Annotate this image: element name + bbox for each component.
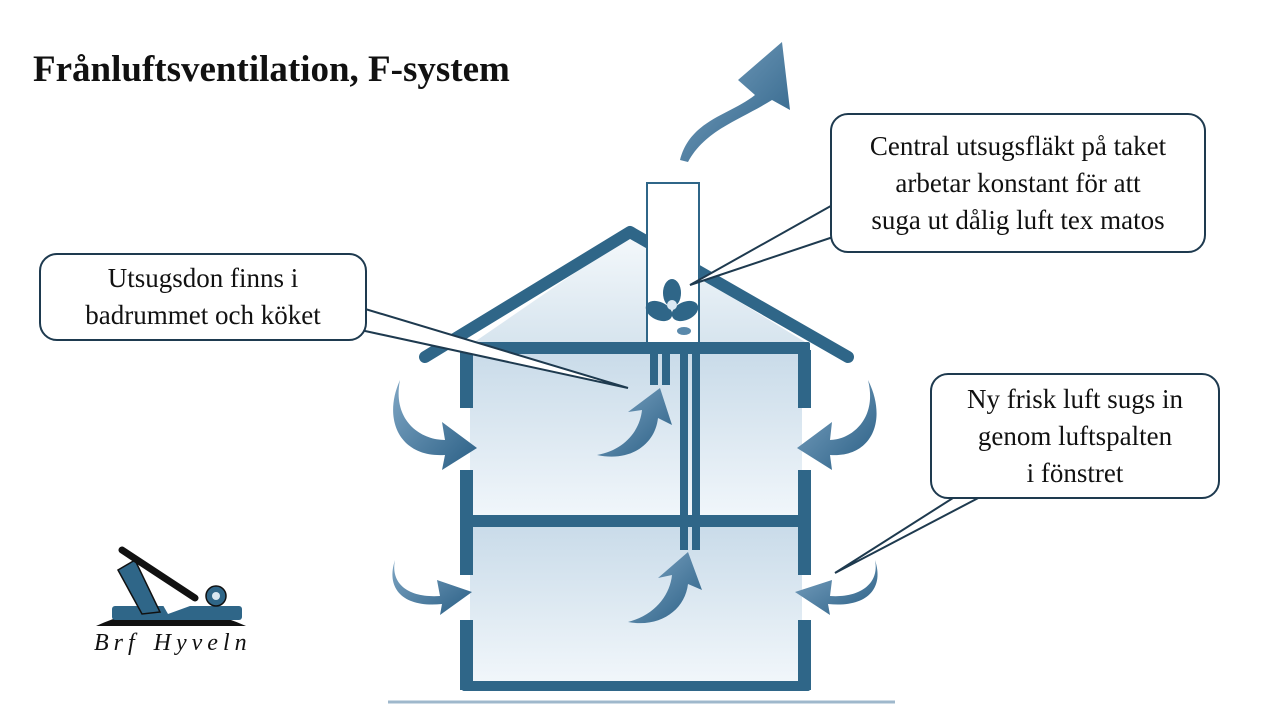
callout-line: genom luftspalten xyxy=(977,420,1173,451)
callout-line: Ny frisk luft sugs in xyxy=(967,383,1183,414)
callout-line: Central utsugsfläkt på taket xyxy=(869,130,1167,161)
logo-word: Hyveln xyxy=(153,630,252,656)
page-title: Frånluftsventilation, F-system xyxy=(33,49,510,90)
fan-icon xyxy=(645,279,699,335)
inlet-arrow-upper-right xyxy=(797,380,877,470)
left-wall xyxy=(460,350,473,690)
exhaust-ducts xyxy=(650,345,700,550)
callout-line: badrummet och köket xyxy=(85,300,321,330)
fan-callout: Central utsugsfläkt på taket arbetar kon… xyxy=(830,113,1206,253)
fan-callout-pointer xyxy=(689,196,850,286)
callout-line: Utsugsdon finns i xyxy=(107,263,299,293)
airflow-arrow-upper xyxy=(597,388,672,457)
airflow-arrow-lower xyxy=(628,552,702,624)
attic-floor xyxy=(462,342,810,354)
fresh-air-callout: Ny frisk luft sugs in genom luftspalten … xyxy=(930,373,1220,499)
roof xyxy=(419,226,854,363)
vent-callout: Utsugsdon finns i badrummet och köket xyxy=(39,253,367,341)
exhaust-arrow xyxy=(680,42,790,162)
callout-line: arbetar konstant för att xyxy=(895,167,1141,198)
hand-plane-icon xyxy=(96,546,246,626)
right-wall xyxy=(798,350,811,690)
attic-space xyxy=(470,235,810,345)
inlet-arrow-lower-right xyxy=(795,560,878,615)
ground-floor xyxy=(462,681,810,691)
inlet-arrow-upper-left xyxy=(393,380,477,470)
callout-line: suga ut dålig luft tex matos xyxy=(871,204,1165,235)
chimney xyxy=(646,182,700,346)
logo-word: Brf xyxy=(94,630,140,656)
callout-line: i fönstret xyxy=(1026,457,1124,488)
lower-floor-room xyxy=(470,525,802,685)
inlet-arrow-lower-left xyxy=(392,560,472,615)
middle-floor xyxy=(462,515,810,527)
logo-text: Brf Hyveln xyxy=(94,630,266,657)
